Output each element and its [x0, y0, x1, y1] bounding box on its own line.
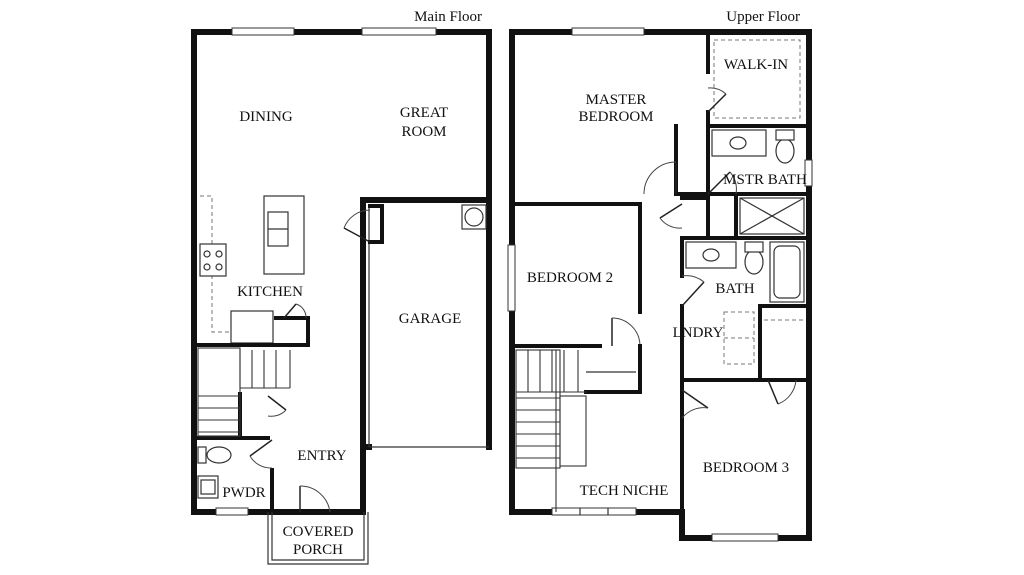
- bath-label: BATH: [715, 281, 754, 297]
- covered-porch-label-2: PORCH: [293, 542, 343, 558]
- upper-floor-plan: Upper Floor: [507, 9, 813, 542]
- water-heater: [461, 204, 487, 230]
- cooktop: [199, 243, 227, 277]
- pwdr-window: [215, 507, 249, 516]
- bathtub: [769, 241, 805, 303]
- covered-porch-label-1: COVERED: [283, 524, 354, 540]
- mstr-bath-wall: [680, 192, 811, 240]
- bedroom2-wall: [510, 202, 642, 348]
- refrigerator: [230, 310, 274, 344]
- walk-in-label: WALK-IN: [724, 57, 788, 73]
- garage-label: GARAGE: [399, 311, 462, 327]
- upper-floor-outer-wall: [509, 29, 812, 541]
- kitchen-label: KITCHEN: [237, 284, 303, 300]
- upper-floor-title: Upper Floor: [726, 9, 800, 25]
- kitchen-island: [263, 195, 305, 275]
- master-bedroom-label-2: BEDROOM: [578, 109, 653, 125]
- mstr-bath-toilet: [775, 138, 795, 164]
- mstr-bath-label: MSTR BATH: [723, 172, 807, 188]
- pantry-wall: [274, 316, 310, 347]
- master-window: [571, 27, 645, 36]
- dining-label: DINING: [239, 109, 292, 125]
- pwdr-sink: [197, 475, 219, 499]
- master-bedroom-label-1: MASTER: [586, 92, 647, 108]
- garage-wall: [360, 197, 492, 450]
- bath-toilet: [744, 249, 764, 275]
- tech-niche-window: [551, 507, 637, 516]
- upper-stairs: [515, 349, 587, 512]
- sliding-door-window: [231, 27, 295, 36]
- tech-niche-label: TECH NICHE: [580, 483, 669, 499]
- entry-label: ENTRY: [297, 448, 346, 464]
- mstr-bath-vanity: [711, 129, 767, 157]
- bedroom3-window: [711, 533, 779, 542]
- covered-porch-outline: [267, 512, 369, 565]
- bedroom2-label: BEDROOM 2: [527, 270, 613, 286]
- bedroom2-window: [507, 244, 516, 312]
- pwdr-toilet: [206, 446, 232, 464]
- bath-vanity: [685, 241, 737, 269]
- bedroom3-label: BEDROOM 3: [703, 460, 789, 476]
- great-room-label-2: ROOM: [401, 124, 446, 140]
- great-room-window: [361, 27, 437, 36]
- mstr-bath-window: [804, 159, 813, 187]
- main-floor-plan: Main Floor: [191, 9, 492, 565]
- main-stairs: [197, 347, 291, 437]
- lndry-label: LNDRY: [673, 325, 724, 341]
- main-floor-title: Main Floor: [414, 9, 482, 25]
- walk-in-wall: [706, 30, 811, 128]
- pwdr-label: PWDR: [222, 485, 265, 501]
- great-room-label-1: GREAT: [400, 105, 448, 121]
